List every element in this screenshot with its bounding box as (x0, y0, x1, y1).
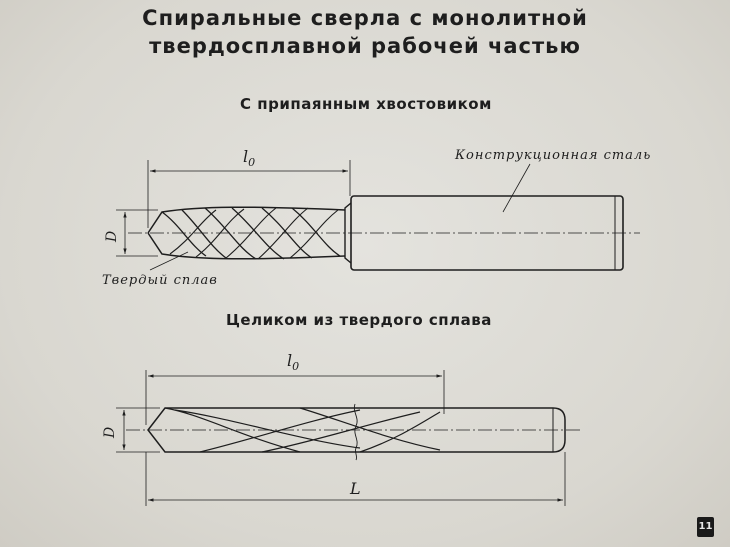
shank-material-label: Конструкционная сталь (455, 148, 652, 163)
shank-leader-line (502, 163, 531, 213)
drill1-shank (350, 195, 624, 271)
drill2-d-label: D (102, 427, 118, 439)
tip-material-label: Твердый сплав (102, 273, 218, 288)
drill2-l0-label: l0 (287, 351, 299, 373)
title-line-2: твердосплавной рабочей частью (149, 34, 581, 58)
slide-number-badge: 11 (697, 517, 714, 537)
title-line-1: Спиральные сверла с монолитной (142, 6, 588, 30)
drill2-total-label: L (349, 479, 361, 498)
drill2-drawing (116, 370, 580, 506)
drill2-break-line (353, 403, 358, 461)
drill1-d-label: D (104, 231, 120, 243)
drill2-heading: Целиком из твердого сплава (226, 311, 492, 329)
drill1-collar (344, 202, 352, 264)
drill1-l0-label: l0 (243, 147, 255, 169)
tip-leader-line (149, 251, 189, 271)
drill2-body (147, 407, 566, 453)
drill1-drawing (116, 160, 640, 271)
drill1-heading: С припаянным хвостовиком (240, 95, 492, 113)
